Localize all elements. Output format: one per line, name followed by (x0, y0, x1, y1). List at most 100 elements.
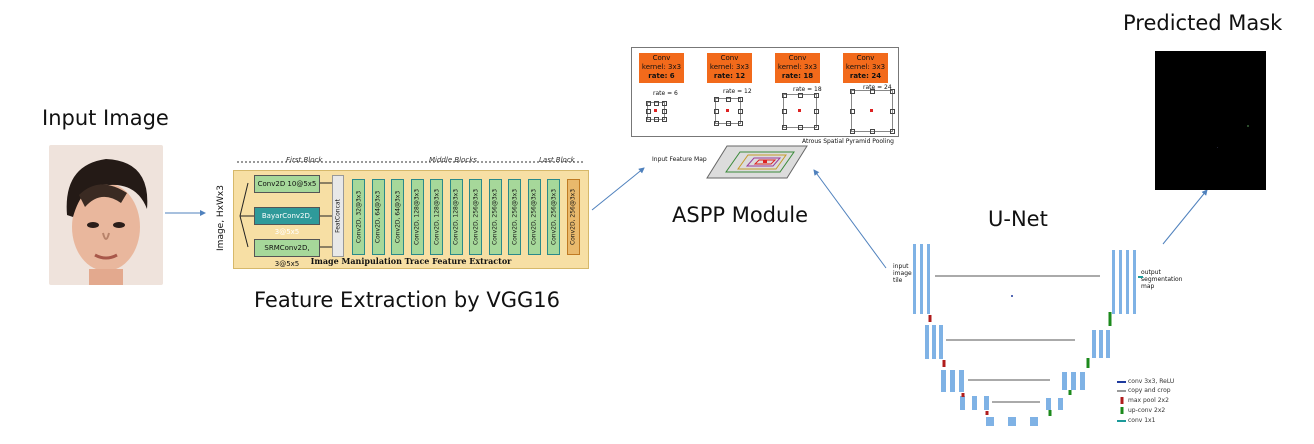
kernel-tap (646, 101, 651, 106)
kernel-tap (782, 109, 787, 114)
conv-layer-column: Conv2D, 128@3x3 (430, 179, 443, 255)
kernel-tap (714, 109, 719, 114)
first-block-label: First Block (286, 156, 323, 164)
bayarconv-branch-box: BayarConv2D, 3@5x5 (254, 207, 320, 236)
kernel-tap (726, 121, 731, 126)
kernel-tap (870, 109, 873, 112)
kernel-tap (814, 125, 819, 130)
conv-layer-column: Conv2D, 128@3x3 (410, 179, 424, 255)
legend-conv1x1: conv 1x1 (1128, 417, 1156, 424)
atrous-kernel-grid (714, 97, 743, 126)
aspp-rate-label: rate = 24 (863, 84, 892, 91)
aspp-conv-text: kernel: 3x3 (641, 63, 682, 71)
unet-input-label-3: tile (893, 277, 903, 284)
conv-layer-column: Conv2D, 32@3x3 (352, 179, 365, 255)
block-dividers (237, 161, 583, 163)
kernel-tap (714, 121, 719, 126)
middle-blocks-label: Middle Blocks (429, 156, 477, 164)
aspp-conv-text: kernel: 3x3 (709, 63, 750, 71)
kernel-tap (738, 109, 743, 114)
predicted-mask-label: Predicted Mask (1123, 11, 1283, 35)
srmconv-branch-box: SRMConv2D, 3@5x5 (254, 239, 320, 268)
kernel-tap (850, 89, 855, 94)
atrous-kernel-grid (646, 101, 667, 122)
kernel-tap (814, 93, 819, 98)
aspp-conv-text: kernel: 3x3 (777, 63, 818, 71)
kernel-tap (798, 109, 801, 112)
unet-output-label-1: output (1141, 269, 1161, 276)
aspp-conv-text: rate: 6 (648, 72, 675, 80)
kernel-tap (890, 89, 895, 94)
aspp-conv-text: rate: 24 (849, 72, 882, 80)
conv-layer-column: Conv2D, 256@3x3 (527, 179, 541, 255)
conv-layer-column: Conv2D, 256@3x3 (488, 179, 502, 255)
kernel-tap (646, 117, 651, 122)
conv-layer-column: Conv2D, 256@3x3 (566, 179, 580, 255)
unet-label: U-Net (988, 207, 1048, 231)
legend-max-pool: max pool 2x2 (1128, 397, 1169, 404)
kernel-tap (798, 93, 803, 98)
atrous-kernel-grid (850, 89, 895, 134)
kernel-tap (662, 101, 667, 106)
legend-up-conv: up-conv 2x2 (1128, 407, 1166, 414)
vgg-internal-arrows (239, 182, 332, 248)
kernel-tap (662, 109, 667, 114)
kernel-tap (738, 97, 743, 102)
unet-input-label: input image tile (893, 263, 912, 284)
kernel-tap (646, 109, 651, 114)
legend-copy-crop: copy and crop (1128, 387, 1171, 394)
feature-extraction-label: Feature Extraction by VGG16 (254, 288, 560, 312)
kernel-tap (870, 129, 875, 134)
conv2d-branch-box: Conv2D 10@5x5 (254, 175, 320, 193)
kernel-tap (798, 125, 803, 130)
aspp-conv-text: Conv (788, 54, 807, 62)
unet-output-label-3: map (1141, 283, 1155, 290)
trace-extractor-title: Image Manipulation Trace Feature Extract… (310, 256, 512, 266)
kernel-tap (870, 89, 875, 94)
conv-layer-column: Conv2D, 256@3x3 (469, 179, 482, 255)
input-feature-map-graphic (706, 145, 808, 179)
aspp-conv-text: Conv (652, 54, 671, 62)
aspp-module-label: ASPP Module (672, 203, 809, 227)
aspp-conv-text: rate: 18 (781, 72, 814, 80)
kernel-tap (814, 109, 819, 114)
conv-layer-column: Conv2D, 64@3x3 (391, 179, 404, 255)
input-face-image (49, 145, 163, 285)
unet-output-label-2: segmentation (1141, 276, 1183, 283)
aspp-rate-label: rate = 6 (653, 90, 678, 97)
predicted-mask-image (1155, 51, 1266, 190)
unet-output-label: output segmentation map (1141, 269, 1183, 290)
conv-layer-column: Conv2D, 256@3x3 (547, 179, 560, 255)
feat-concat-box: FeatConcat (332, 175, 344, 257)
aspp-pooling-label: Atrous Spatial Pyramid Pooling (802, 138, 894, 145)
conv-layer-column: Conv2D, 64@3x3 (371, 179, 385, 255)
kernel-tap (662, 117, 667, 122)
kernel-tap (738, 121, 743, 126)
last-block-label: Last Block (539, 156, 575, 164)
atrous-kernel-grid (782, 93, 819, 130)
kernel-tap (654, 109, 657, 112)
unet-input-label-2: image (893, 270, 912, 277)
vgg-panel: Conv2D 10@5x5 BayarConv2D, 3@5x5 SRMConv… (233, 156, 589, 269)
kernel-tap (782, 125, 787, 130)
kernel-tap (726, 97, 731, 102)
aspp-rate-label: rate = 12 (723, 88, 752, 95)
input-image-label: Input Image (42, 106, 169, 130)
aspp-conv-text: kernel: 3x3 (845, 63, 886, 71)
aspp-conv-text: Conv (720, 54, 739, 62)
unet-input-label-1: input (893, 263, 909, 270)
input-feature-map-label: Input Feature Map (652, 156, 707, 163)
aspp-rate-label: rate = 18 (793, 86, 822, 93)
legend-conv: conv 3x3, ReLU (1128, 378, 1175, 385)
aspp-conv-text: Conv (856, 54, 875, 62)
kernel-tap (726, 109, 729, 112)
kernel-tap (654, 101, 659, 106)
conv-layer-column: Conv2D, 256@3x3 (508, 179, 521, 255)
